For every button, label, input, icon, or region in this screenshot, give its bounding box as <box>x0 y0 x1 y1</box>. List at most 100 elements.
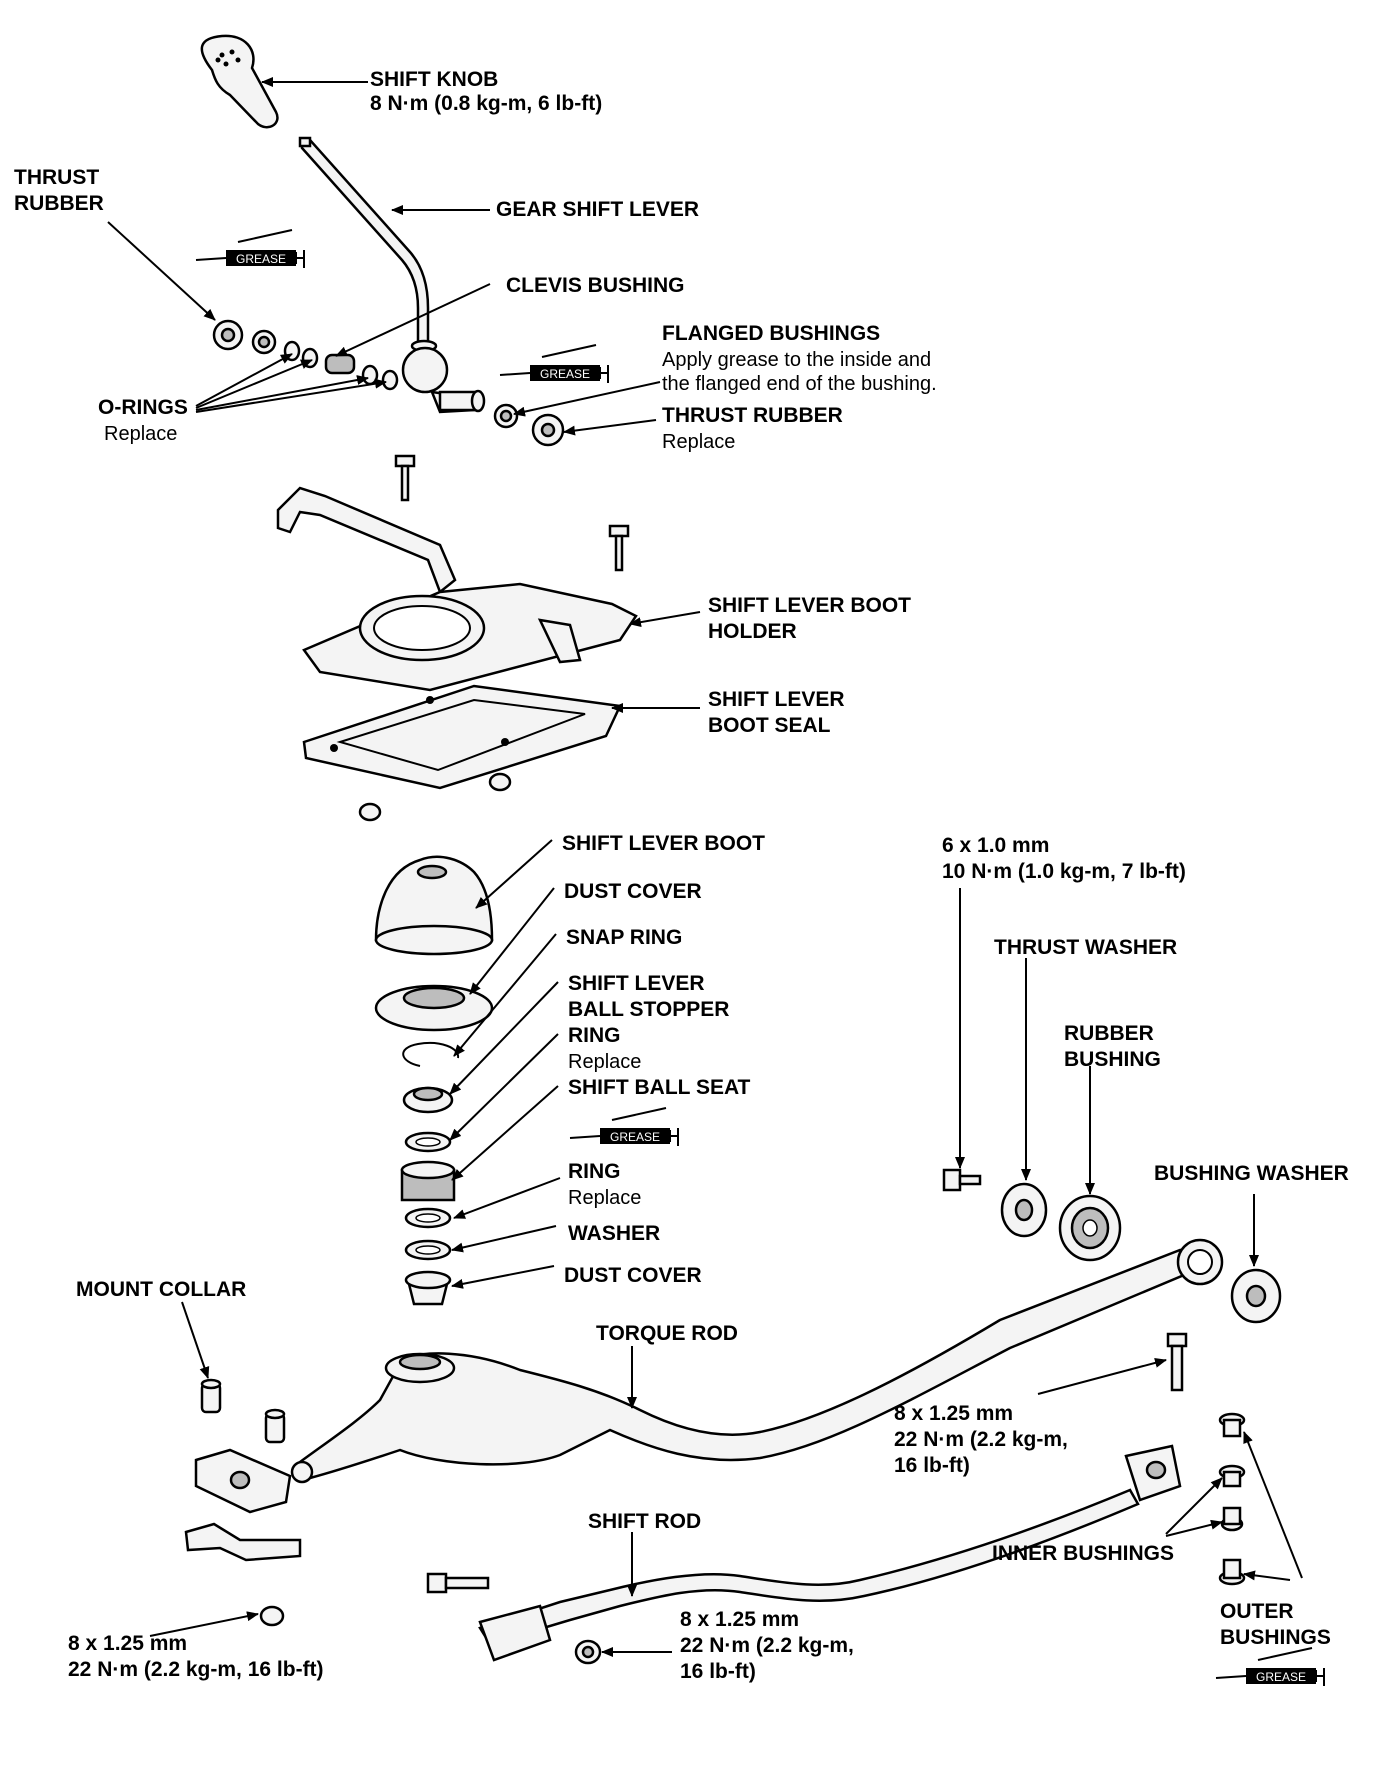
shift-knob-part <box>200 34 279 129</box>
thrust-rubber-left-part <box>212 319 244 351</box>
label-thrust-rubber-top-2: RUBBER <box>14 192 104 215</box>
label-gear-shift-lever: GEAR SHIFT LEVER <box>496 198 699 221</box>
thrust-rubber-right-part <box>531 413 565 447</box>
label-thrust-rubber-note: Replace <box>662 431 735 453</box>
label-inner-bushings: INNER BUSHINGS <box>992 1542 1174 1565</box>
label-shift-rod: SHIFT ROD <box>588 1510 701 1533</box>
label-torque-rod: TORQUE ROD <box>596 1322 738 1345</box>
washer-part <box>404 1239 452 1261</box>
label-bolt-mid-torque-2: 16 lb-ft) <box>894 1454 970 1477</box>
label-bolt-low-size: 8 x 1.25 mm <box>680 1608 799 1631</box>
grease-label: GREASE <box>610 1130 660 1144</box>
snap-ring-part <box>402 1042 460 1067</box>
bolt-shift-rod-part <box>426 1572 490 1594</box>
torque-rod-part <box>290 1238 1224 1484</box>
label-flanged-note-1: Apply grease to the inside and <box>662 349 931 371</box>
label-bolt-6x1-torque: 10 N·m (1.0 kg-m, 7 lb-ft) <box>942 860 1186 883</box>
label-ring-upper-note: Replace <box>568 1051 641 1073</box>
label-ring-lower-note: Replace <box>568 1187 641 1209</box>
ring-lower-part <box>404 1207 452 1229</box>
label-rubber-bushing: RUBBER <box>1064 1022 1154 1045</box>
label-o-rings-note: Replace <box>104 423 177 445</box>
bolt-top-left-part <box>394 454 416 502</box>
nut-shift-rod-part <box>574 1639 602 1665</box>
shift-lever-boot-seal-part <box>302 684 622 790</box>
label-bolt-low-torque: 22 N·m (2.2 kg-m, <box>680 1634 854 1657</box>
shift-lever-boot-holder-part <box>302 582 638 692</box>
label-bolt-left-torque: 22 N·m (2.2 kg-m, 16 lb-ft) <box>68 1658 324 1681</box>
label-outer-bushings: OUTER <box>1220 1600 1294 1623</box>
label-outer-bushings-2: BUSHINGS <box>1220 1626 1331 1649</box>
ring-upper-part <box>404 1131 452 1153</box>
inner-bushing-upper-part <box>1218 1464 1246 1488</box>
shift-lever-boot-part <box>374 855 494 956</box>
bushing-washer-part <box>1230 1268 1282 1324</box>
label-shift-ball-seat: SHIFT BALL SEAT <box>568 1076 751 1099</box>
nut-right-part <box>488 772 512 792</box>
dust-cover-bottom-part <box>404 1270 452 1306</box>
grease-tube-icon: GREASE <box>569 1107 679 1146</box>
inner-bushing-lower-part <box>1220 1506 1244 1532</box>
label-clevis-bushing: CLEVIS BUSHING <box>506 274 685 297</box>
label-ball-stopper-2: BALL STOPPER <box>568 998 729 1021</box>
label-flanged-bushings: FLANGED BUSHINGS <box>662 322 880 345</box>
label-ring-lower: RING <box>568 1160 621 1183</box>
grease-label: GREASE <box>1256 1670 1306 1684</box>
label-flanged-note-2: the flanged end of the bushing. <box>662 373 937 395</box>
label-shift-knob-torque: 8 N·m (0.8 kg-m, 6 lb-ft) <box>370 92 602 115</box>
grease-tube-icon: GREASE <box>499 344 609 383</box>
label-boot-holder: SHIFT LEVER BOOT <box>708 594 911 617</box>
mount-collar-part <box>200 1378 286 1444</box>
label-rubber-bushing-2: BUSHING <box>1064 1048 1161 1071</box>
nut-bottom-left-part <box>259 1605 285 1627</box>
label-bushing-washer: BUSHING WASHER <box>1154 1162 1349 1185</box>
label-boot-seal-2: BOOT SEAL <box>708 714 831 737</box>
label-ring-upper: RING <box>568 1024 621 1047</box>
shift-lever-ball-stopper-part <box>402 1086 454 1114</box>
label-boot-holder-2: HOLDER <box>708 620 797 643</box>
label-shift-lever-boot: SHIFT LEVER BOOT <box>562 832 765 855</box>
outer-bushing-upper-part <box>1218 1412 1246 1438</box>
clevis-bushing-part <box>324 353 356 375</box>
label-bolt-mid-torque: 22 N·m (2.2 kg-m, <box>894 1428 1068 1451</box>
mount-bracket-part <box>194 1448 292 1514</box>
nut-left-part <box>358 802 382 822</box>
boot-holder-bracket-part <box>276 486 457 595</box>
label-bolt-low-torque-2: 16 lb-ft) <box>680 1660 756 1683</box>
mount-plate-part <box>184 1522 302 1562</box>
grease-label: GREASE <box>540 367 590 381</box>
rubber-bushing-part <box>1058 1194 1122 1262</box>
label-snap-ring: SNAP RING <box>566 926 682 949</box>
label-washer: WASHER <box>568 1222 660 1245</box>
grease-tube-icon: GREASE <box>1215 1647 1325 1686</box>
labels: SHIFT KNOB 8 N·m (0.8 kg-m, 6 lb-ft) THR… <box>14 68 1349 1683</box>
label-shift-knob: SHIFT KNOB <box>370 68 498 91</box>
label-dust-cover-top: DUST COVER <box>564 880 702 903</box>
label-bolt-6x1-size: 6 x 1.0 mm <box>942 834 1049 857</box>
label-mount-collar: MOUNT COLLAR <box>76 1278 246 1301</box>
label-thrust-washer: THRUST WASHER <box>994 936 1177 959</box>
label-boot-seal: SHIFT LEVER <box>708 688 845 711</box>
label-bolt-left-size: 8 x 1.25 mm <box>68 1632 187 1655</box>
flanged-bushing-right-part <box>493 403 519 429</box>
shift-rod-part <box>478 1444 1182 1662</box>
label-o-rings: O-RINGS <box>98 396 188 419</box>
label-dust-cover-bottom: DUST COVER <box>564 1264 702 1287</box>
bolt-6x1-part <box>942 1168 982 1192</box>
label-thrust-rubber: THRUST RUBBER <box>662 404 843 427</box>
label-ball-stopper: SHIFT LEVER <box>568 972 705 995</box>
label-thrust-rubber-top: THRUST <box>14 166 99 189</box>
leader-lines <box>107 77 1303 1657</box>
grease-tube-icon: GREASE <box>195 229 305 268</box>
gear-shift-lever-part <box>298 136 486 414</box>
bolt-top-right-part <box>608 524 630 572</box>
bolt-8x125-mid-part <box>1166 1332 1188 1392</box>
flanged-bushing-left-part <box>251 329 277 355</box>
shift-ball-seat-part <box>400 1160 456 1202</box>
thrust-washer-part <box>1000 1182 1048 1238</box>
grease-label: GREASE <box>236 252 286 266</box>
dust-cover-top-part <box>374 984 494 1032</box>
outer-bushing-lower-part <box>1218 1558 1246 1586</box>
label-bolt-mid-size: 8 x 1.25 mm <box>894 1402 1013 1425</box>
